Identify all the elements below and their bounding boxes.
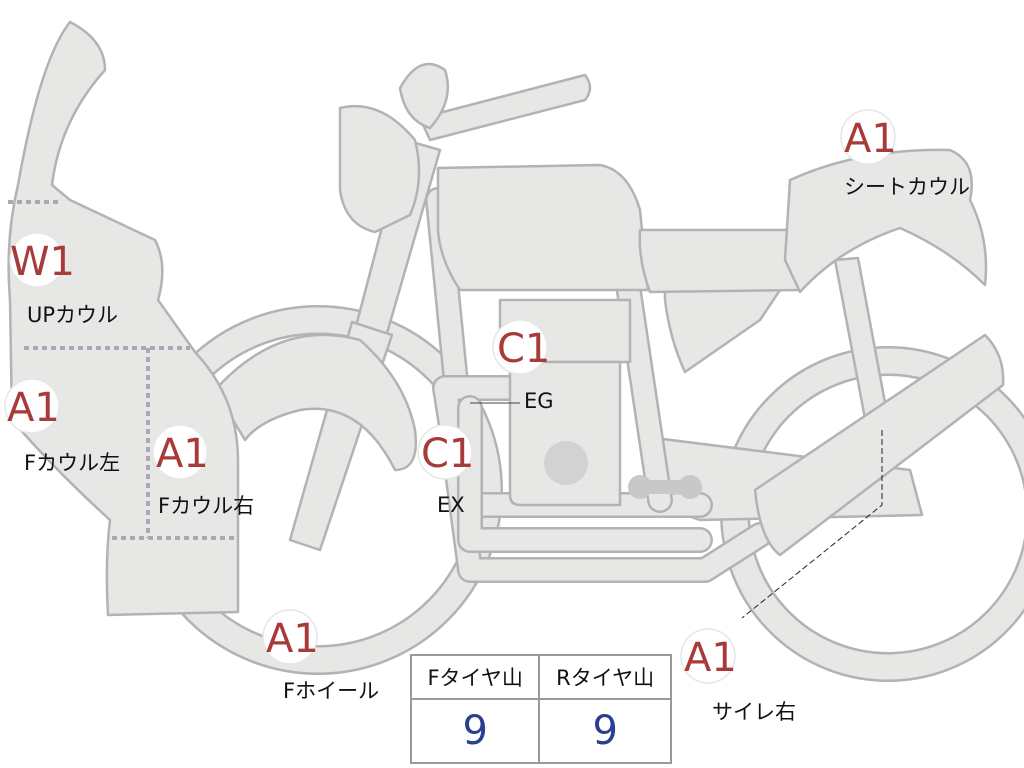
grade-code: A1	[684, 635, 737, 681]
cowl-dividers	[8, 200, 238, 540]
part-label: EG	[524, 389, 554, 413]
muffler	[753, 333, 1005, 557]
grade-code: C1	[497, 326, 550, 372]
grade-code: A1	[156, 431, 209, 477]
seat-cowl	[783, 148, 988, 294]
grade-code: C1	[421, 431, 474, 477]
fuel-tank	[436, 163, 650, 292]
leader-lines	[470, 402, 883, 619]
mirror	[398, 62, 450, 130]
rear-tire-value: 9	[538, 698, 672, 764]
grade-badges	[4, 109, 896, 684]
part-label: サイレ右	[712, 700, 796, 724]
front-tire-header: Fタイヤ山	[409, 654, 541, 700]
part-label: EX	[437, 493, 465, 517]
rear-tire-header: Rタイヤ山	[538, 654, 672, 700]
front-tire-value: 9	[409, 698, 541, 764]
part-label: Fカウル右	[158, 494, 254, 518]
handlebar	[418, 73, 592, 142]
tire-tread-table: Fタイヤ山 Rタイヤ山 9 9	[409, 654, 672, 764]
grade-code: A1	[844, 116, 897, 162]
headlight	[338, 104, 421, 234]
grade-code: W1	[10, 239, 75, 285]
grade-code: A1	[266, 616, 319, 662]
part-label: Fカウル左	[24, 451, 120, 475]
seat	[638, 228, 802, 294]
part-label: シートカウル	[844, 175, 970, 199]
front-fender	[213, 333, 418, 472]
part-label: Fホイール	[283, 679, 379, 703]
grade-code: A1	[7, 385, 60, 431]
side-cover	[663, 288, 782, 374]
part-label: UPカウル	[27, 303, 118, 327]
